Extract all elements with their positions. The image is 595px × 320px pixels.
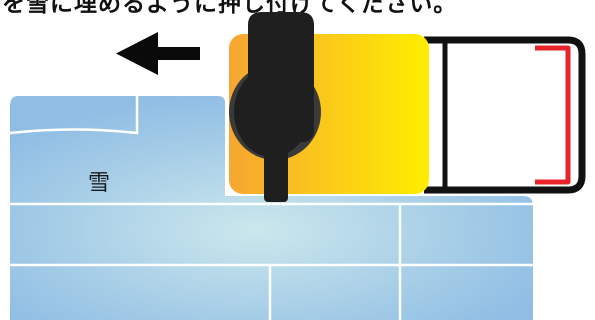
- tool-frame: [424, 40, 582, 190]
- arrow-left-icon: [116, 32, 200, 75]
- snow-label-text: 雪: [88, 171, 110, 197]
